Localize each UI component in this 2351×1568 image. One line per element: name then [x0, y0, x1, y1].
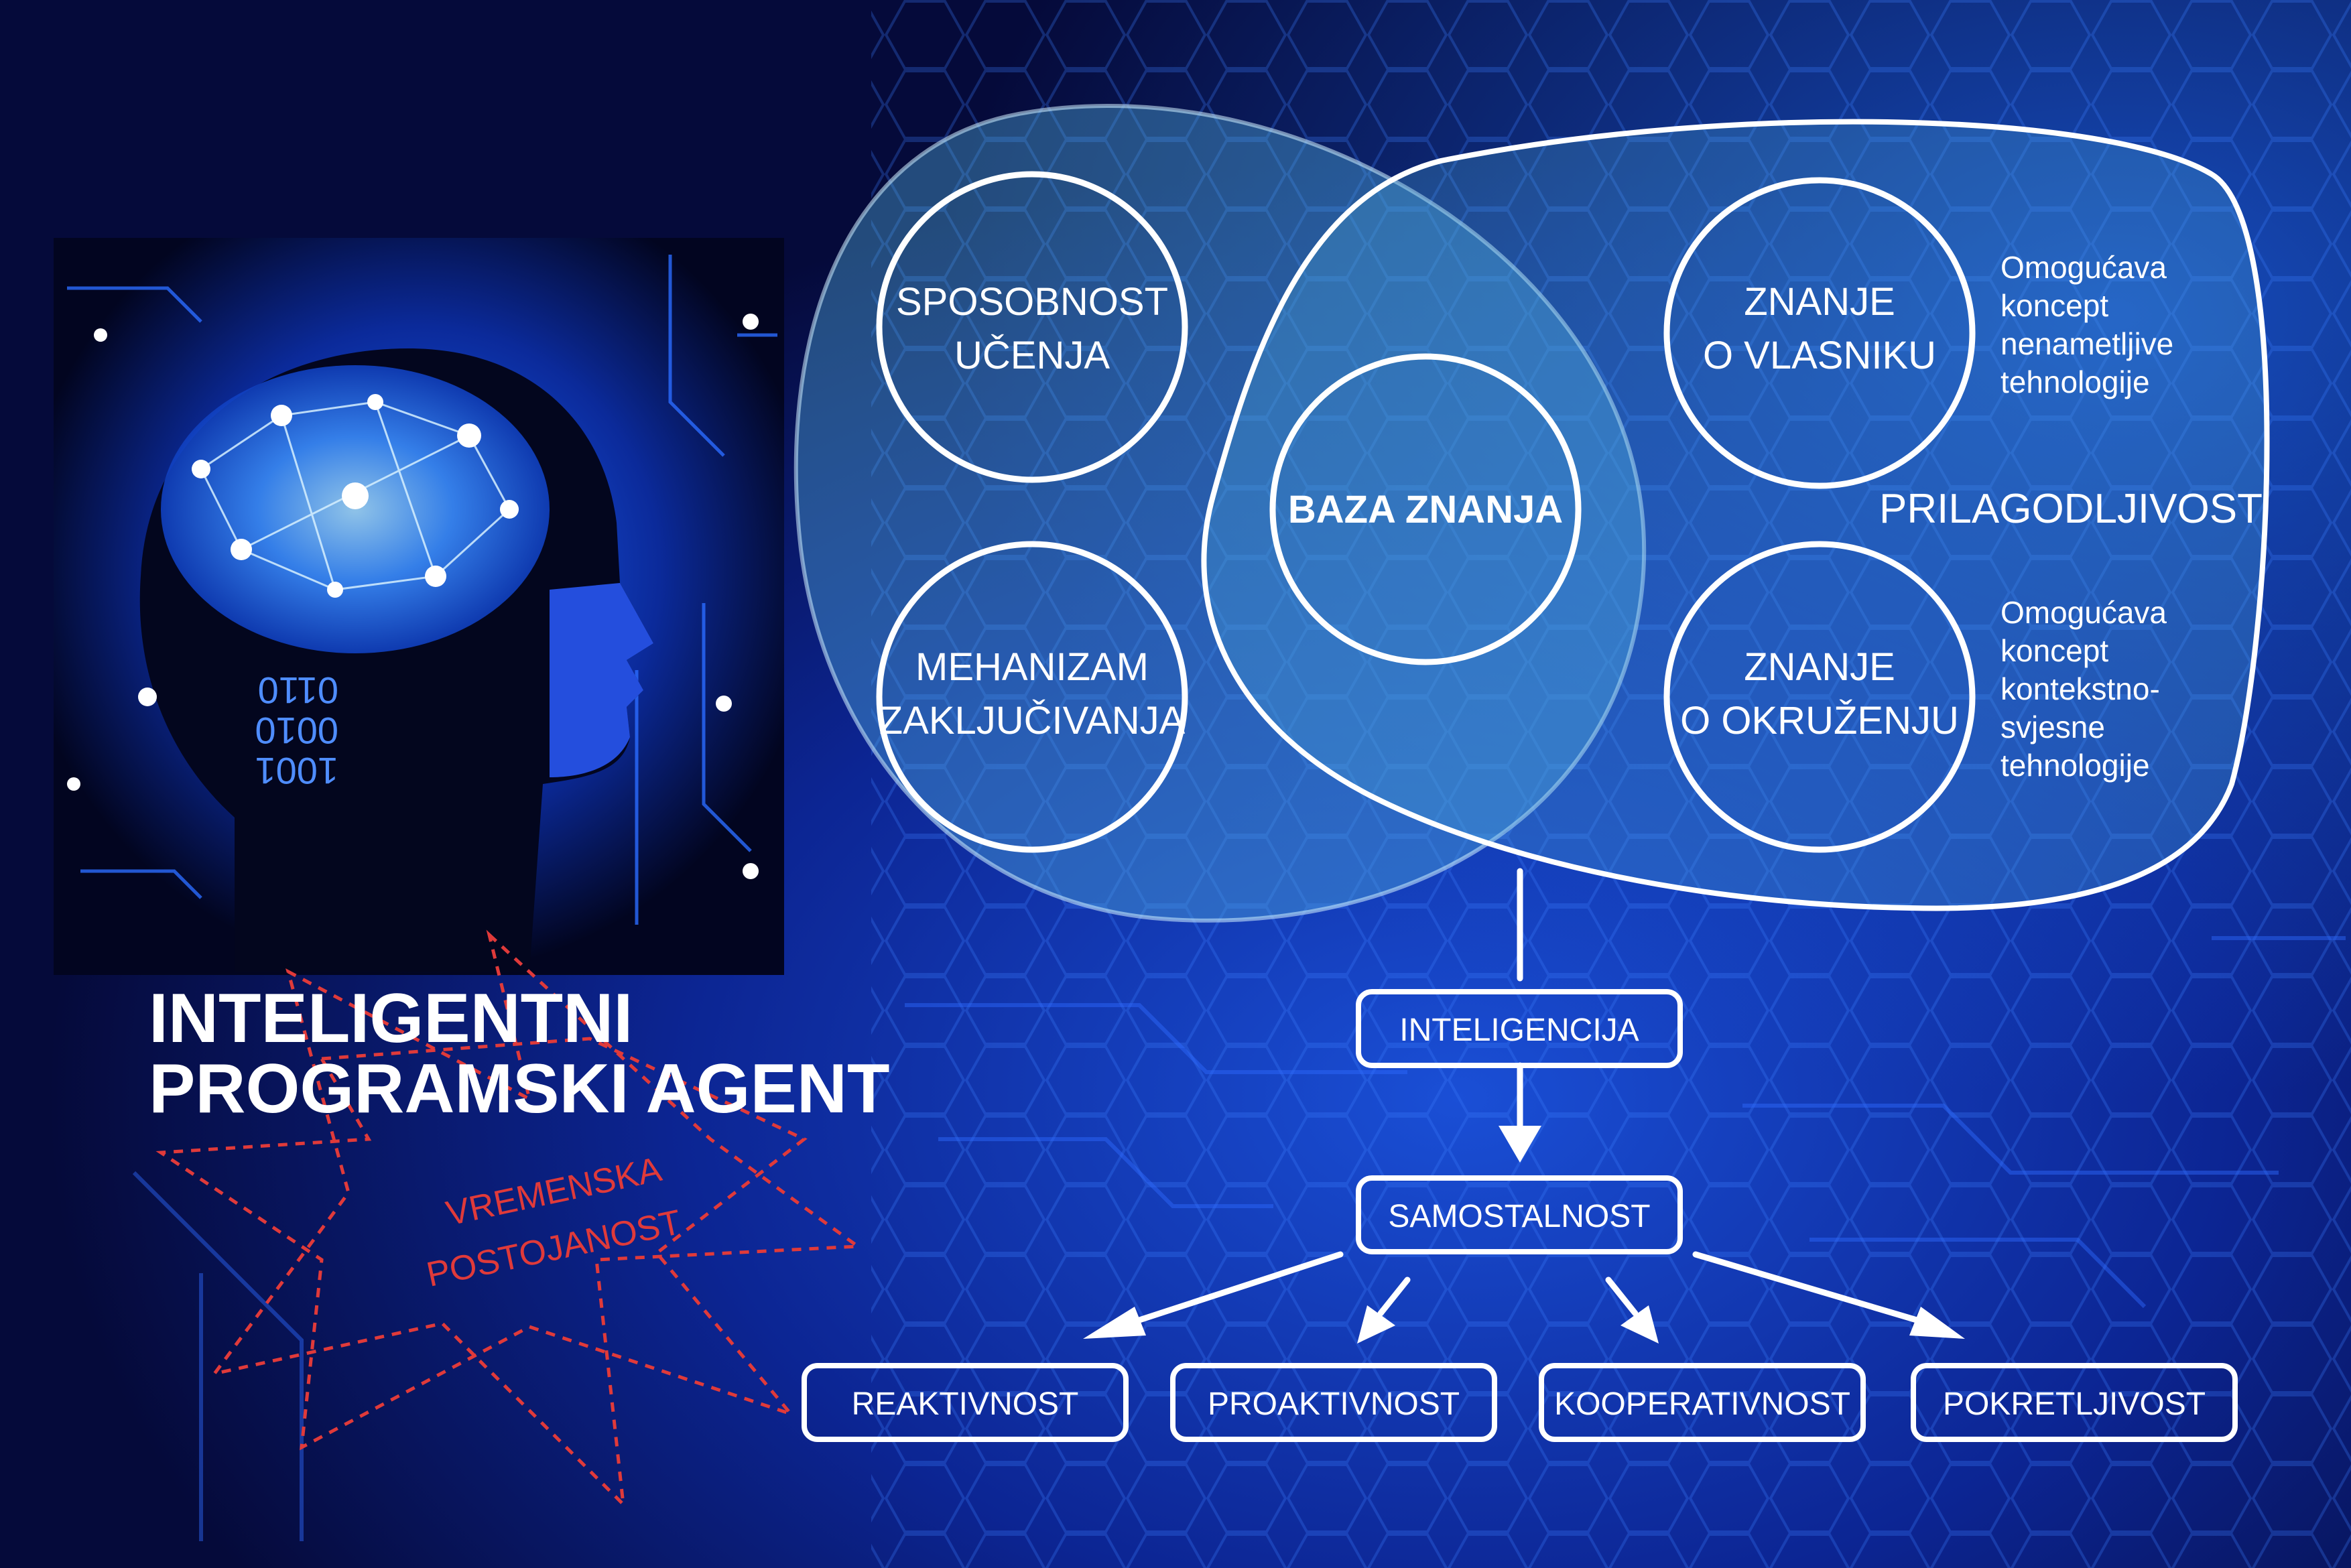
arrow-diagonal: [1621, 1305, 1659, 1344]
note-bottom-4: svjesne: [2000, 710, 2105, 744]
note-bottom-1: Omogućava: [2000, 595, 2167, 630]
flow-arrowheads: [1083, 1126, 1965, 1344]
right-blob: [1201, 119, 2270, 911]
prilagodljivost-label: PRILAGODLJIVOST: [1879, 486, 2263, 532]
note-top-2: koncept: [2000, 288, 2108, 323]
flow-connectors: [1136, 868, 1920, 1323]
arrow-diagonal: [1909, 1307, 1965, 1339]
binary-line-1: 0110: [258, 669, 338, 712]
note-bottom-5: tehnologije: [2000, 748, 2150, 783]
brain-head-illustration: 0110 0010 1001: [54, 238, 784, 975]
note-top-1: Omogućava: [2000, 250, 2167, 285]
baza-znanja-label: BAZA ZNANJA: [1288, 488, 1563, 531]
circle-baza-znanja: [1269, 353, 1582, 665]
sposobnost-line-2: UČENJA: [954, 334, 1110, 377]
znanje-vlasnik-line-1: ZNANJE: [1744, 280, 1895, 324]
title-line-1: INTELIGENTNI: [149, 980, 633, 1057]
note-top-4: tehnologije: [2000, 365, 2150, 399]
znanje-vlasnik-line-2: O VLASNIKU: [1703, 334, 1936, 377]
circle-znanje-okruzenje: [1663, 541, 1976, 853]
mehanizam-line-2: ZAKLJUČIVANJA: [879, 699, 1186, 742]
arrow-diagonal: [1083, 1307, 1146, 1339]
reaktivnost-label: REAKTIVNOST: [852, 1386, 1079, 1422]
box-inteligencija: [1356, 989, 1683, 1068]
box-kooperativnost: [1539, 1363, 1866, 1442]
inteligencija-label: INTELIGENCIJA: [1399, 1012, 1639, 1048]
proaktivnost-label: PROAKTIVNOST: [1208, 1386, 1460, 1422]
note-bottom-2: koncept: [2000, 633, 2108, 668]
box-proaktivnost: [1170, 1363, 1497, 1442]
kooperativnost-label: KOOPERATIVNOST: [1554, 1386, 1850, 1422]
sposobnost-line-1: SPOSOBNOST: [896, 280, 1168, 324]
title-line-2: PROGRAMSKI AGENT: [149, 1050, 890, 1128]
hex-pattern: [871, 0, 2351, 1568]
pokretljivost-label: POKRETLJIVOST: [1943, 1386, 2206, 1422]
circle-mehanizam: [876, 541, 1188, 853]
samostalnost-label: SAMOSTALNOST: [1388, 1199, 1650, 1234]
binary-line-2: 0010: [255, 710, 338, 752]
znanje-okruzenje-line-1: ZNANJE: [1744, 645, 1895, 689]
box-samostalnost: [1356, 1175, 1683, 1254]
arrow-down: [1499, 1126, 1541, 1163]
box-pokretljivost: [1911, 1363, 2238, 1442]
box-reaktivnost: [802, 1363, 1129, 1442]
znanje-okruzenje-line-2: O OKRUŽENJU: [1680, 699, 1959, 742]
note-top-3: nenametljive: [2000, 326, 2173, 361]
left-blob: [793, 104, 1647, 923]
circuit-lines: [132, 936, 2346, 1541]
mehanizam-line-1: MEHANIZAM: [915, 645, 1149, 689]
arrow-diagonal: [1357, 1305, 1395, 1344]
circles: [876, 171, 1976, 853]
flow-boxes: [802, 989, 2238, 1442]
circle-znanje-vlasnik: [1663, 177, 1976, 489]
time-persistence-star: [155, 929, 863, 1509]
circle-sposobnost: [876, 171, 1188, 483]
binary-line-3: 1001: [255, 750, 338, 792]
note-bottom-3: kontekstno-: [2000, 671, 2160, 706]
